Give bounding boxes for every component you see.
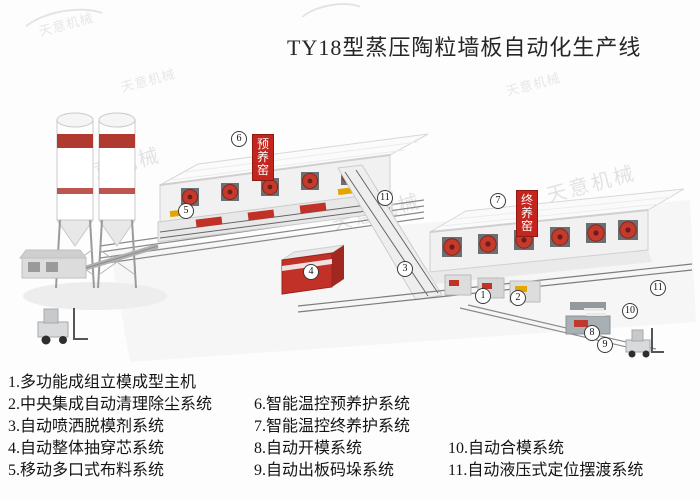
callout-3: 3 <box>397 261 413 277</box>
callout-11: 11 <box>650 280 666 296</box>
legend-item: 1.多功能成组立模成型主机 <box>8 374 197 391</box>
legend-item: 11.自动液压式定位摆渡系统 <box>448 462 644 479</box>
ferry-cross-conveyor <box>337 164 443 301</box>
logo-swoosh <box>15 1 117 61</box>
legend-column-3: 10.自动合模系统 11.自动液压式定位摆渡系统 <box>448 438 643 482</box>
callout-4: 4 <box>303 264 319 280</box>
production-line-illustration <box>19 112 696 362</box>
legend-column-1: 1.多功能成组立模成型主机 2.中央集成自动清理除尘系统 3.自动喷洒脱模剂系统… <box>8 372 212 482</box>
silo-ground-shadow <box>23 282 167 310</box>
forklift-right <box>625 328 664 358</box>
pre-curing-kiln-sign: 预养窑 <box>252 134 274 181</box>
legend-item: 8.自动开模系统 <box>254 440 363 457</box>
legend-item: 2.中央集成自动清理除尘系统 <box>8 396 213 413</box>
callout-1: 1 <box>475 288 491 304</box>
legend-item: 4.自动整体抽穿芯系统 <box>8 440 165 457</box>
final-curing-kiln <box>429 188 685 284</box>
page-title: TY18型蒸压陶粒墙板自动化生产线 <box>287 35 642 60</box>
callout-5: 5 <box>178 203 194 219</box>
legend-column-2: 6.智能温控预养护系统 7.智能温控终养护系统 8.自动开模系统 9.自动出板码… <box>254 394 410 482</box>
callout-11-ferry: 11 <box>377 190 393 206</box>
callout-10: 10 <box>622 303 638 319</box>
legend-item: 9.自动出板码垛系统 <box>254 462 395 479</box>
legend-item: 3.自动喷洒脱模剂系统 <box>8 418 165 435</box>
callout-9: 9 <box>597 337 613 353</box>
kiln-fans <box>442 220 638 257</box>
batching-station <box>19 243 159 279</box>
legend-item: 10.自动合模系统 <box>448 440 565 457</box>
legend-item: 5.移动多口式布料系统 <box>8 462 165 479</box>
callout-8: 8 <box>584 325 600 341</box>
legend-item: 6.智能温控预养护系统 <box>254 396 411 413</box>
final-curing-kiln-sign: 终养窑 <box>516 190 538 237</box>
callout-2: 2 <box>510 290 526 306</box>
outfeed-rails <box>459 304 657 353</box>
callout-7: 7 <box>490 193 506 209</box>
callout-6: 6 <box>231 131 247 147</box>
forklift-left <box>37 308 88 345</box>
mold-line-deck <box>157 186 393 243</box>
legend-item: 7.智能温控终养护系统 <box>254 418 411 435</box>
